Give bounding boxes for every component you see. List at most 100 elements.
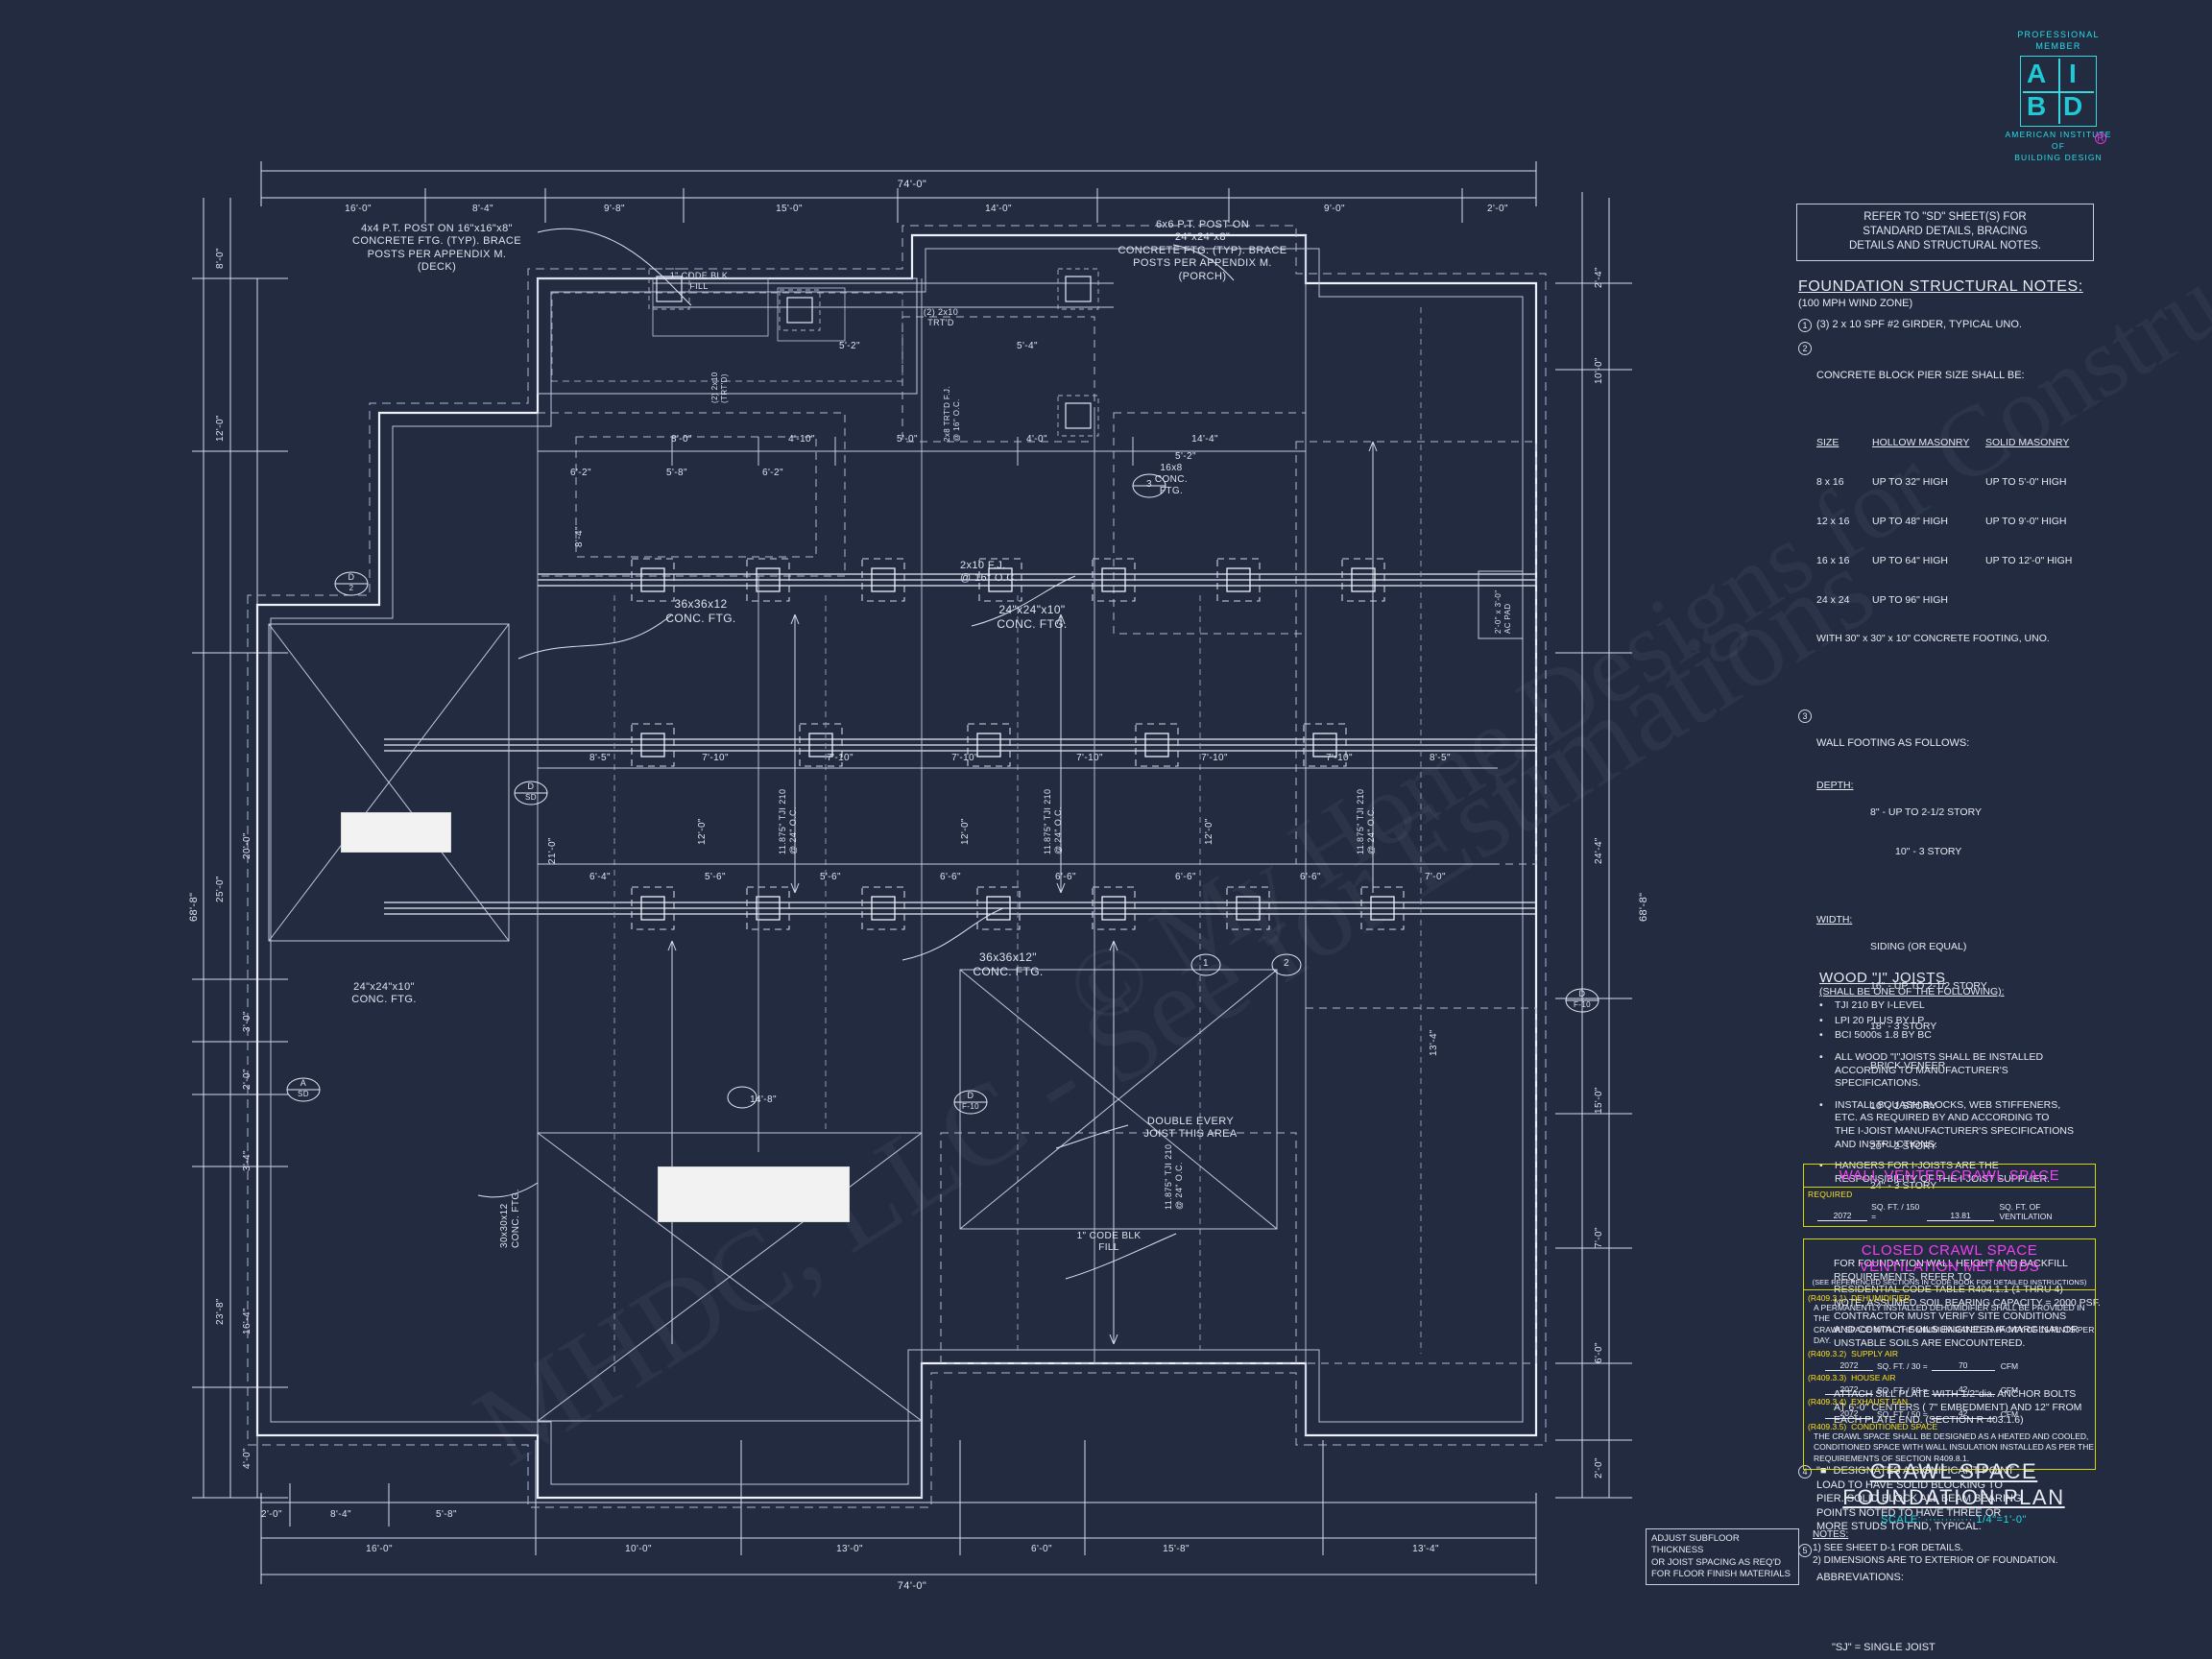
- dim-bot-inner-3: 5'-8": [436, 1509, 457, 1520]
- joist-label-1: 11.875" TJI 210 @ 24" O.C.: [778, 788, 798, 854]
- dim-right-7: 2'-0": [1594, 1457, 1604, 1479]
- method-4-result[interactable]: 42: [1931, 1408, 1995, 1419]
- pier-r1-hollow: UP TO 32" HIGH: [1872, 475, 1949, 488]
- closed-crawl-subtitle: (SEE REFERENCED SECTIONS IN CODE BOOK FO…: [1812, 1278, 2087, 1286]
- dim-bot-int-5: 6'-6": [1055, 872, 1076, 882]
- footing-width-7: 24" - 3 STORY: [1870, 1180, 1937, 1192]
- dim-int-top-7: 5'-8": [666, 468, 687, 478]
- method-2-name: SUPPLY AIR: [1851, 1348, 1898, 1358]
- note-item-1: 1 (3) 2 x 10 SPF #2 GIRDER, TYPICAL UNO.: [1798, 318, 2115, 332]
- wood-i-joists-section: WOOD "I" JOISTS (SHALL BE ONE OF THE FOL…: [1819, 970, 2117, 1187]
- bubble-3[interactable]: 3: [1146, 479, 1152, 490]
- dim-left-1: 8'-0": [215, 248, 226, 269]
- logo-letter-a: A: [2027, 59, 2047, 89]
- bubble-6-bot[interactable]: SD: [298, 1090, 309, 1098]
- refer-to-sd-box: REFER TO "SD" SHEET(S) FOR STANDARD DETA…: [1796, 204, 2094, 261]
- logo-of-text: OF: [2051, 141, 2065, 152]
- dim-right-3: 24'-4": [1594, 837, 1604, 864]
- dim-right-4: 15'-0": [1594, 1087, 1604, 1114]
- bubble-1-top[interactable]: D: [348, 572, 355, 582]
- method-4-area[interactable]: 2072: [1825, 1408, 1873, 1419]
- bubble-8-bot[interactable]: F-10: [961, 1102, 980, 1111]
- refer-line-1: REFER TO "SD" SHEET(S) FOR: [1863, 211, 2027, 223]
- wood-joists-subheading: (SHALL BE ONE OF THE FOLLOWING):: [1819, 986, 2005, 998]
- bubble-2-bot[interactable]: SD: [525, 793, 537, 802]
- dim-mid-4: 7'-10": [951, 753, 978, 763]
- method-3-area[interactable]: 2072: [1825, 1384, 1873, 1395]
- dim-vert-6: 14'-8": [750, 1094, 777, 1105]
- dim-mid-8: 8'-5": [1430, 753, 1451, 763]
- method-3-divisor: SQ. FT. / 50 =: [1877, 1384, 1928, 1395]
- dim-mid-5: 7'-10": [1076, 753, 1103, 763]
- dim-bot-inner-2: 8'-4": [330, 1509, 351, 1520]
- closed-crawl-title-2: VENTILATION METHODS: [1859, 1259, 2040, 1275]
- method-conditioned-space: (R409.3.5) CONDITIONED SPACE: [1804, 1422, 2095, 1431]
- method-supply-air: (R409.3.2) SUPPLY AIR: [1804, 1349, 2095, 1358]
- dim-left-inner-1: 20'-0": [242, 832, 252, 859]
- bubble-7-top[interactable]: D: [1578, 989, 1586, 998]
- plate-text-1: [342, 813, 450, 826]
- bubble-6-top[interactable]: A: [300, 1078, 307, 1088]
- pier-size-table: SIZE HOLLOW MASONRY SOLID MASONRY 8 x 16…: [1816, 411, 2115, 673]
- dim-mid-6: 7'-10": [1201, 753, 1228, 763]
- dim-top-2: 8'-4": [472, 204, 493, 214]
- wall-vented-result-value[interactable]: 13.81: [1926, 1211, 1995, 1221]
- dim-right-5: 7'-0": [1594, 1227, 1604, 1248]
- dim-bot-int-4: 6'-6": [940, 872, 961, 882]
- dim-right-2: 10'-0": [1594, 357, 1604, 384]
- dim-top-overall: 74'-0": [897, 179, 927, 190]
- method-2-divisor: SQ. FT. / 30 =: [1877, 1360, 1928, 1371]
- method-2-result[interactable]: 70: [1931, 1360, 1995, 1371]
- callout-ftg-24x24x10-a: 24"x24"x10" CONC. FTG.: [997, 603, 1068, 631]
- wall-vented-area-value[interactable]: 2072: [1817, 1211, 1868, 1221]
- pier-r3-hollow: UP TO 64" HIGH: [1872, 554, 1949, 566]
- dim-left-inner-2: 23'-8": [215, 1298, 226, 1325]
- dim-top-6: 9'-0": [1324, 204, 1345, 214]
- dim-bottom-overall: 74'-0": [897, 1580, 927, 1592]
- wood-product-3: BCI 5000s 1.8 BY BC: [1835, 1029, 1932, 1042]
- wood-product-1: TJI 210 BY I-LEVEL: [1835, 999, 1925, 1011]
- method-2-area[interactable]: 2072: [1825, 1360, 1873, 1371]
- dim-right-6: 6'-0": [1594, 1342, 1604, 1363]
- dim-left-6: 3'-4": [242, 1150, 252, 1171]
- dim-mid-2: 7'-10": [702, 753, 729, 763]
- method-5-code: (R409.3.5): [1808, 1421, 1847, 1431]
- callout-dj-tag: 2x10 F.J. @ 16" O.C.: [960, 560, 1019, 585]
- method-4-unit: CFM: [2000, 1408, 2019, 1419]
- dim-vert-1: 12'-0": [697, 818, 708, 845]
- dim-bot-5: 15'-8": [1163, 1544, 1190, 1554]
- footing-width-1: SIDING (OR EQUAL): [1870, 940, 1967, 952]
- wood-joists-heading: WOOD "I" JOISTS: [1819, 970, 1946, 986]
- method-5-name: CONDITIONED SPACE: [1851, 1421, 1938, 1431]
- callout-ftg-24x24x10-b: 24"x24"x10" CONC. FTG.: [351, 981, 417, 1006]
- sheet-notes-heading: NOTES:: [1813, 1529, 1849, 1540]
- bubble-4[interactable]: 1: [1203, 958, 1209, 969]
- bullet-icon: •: [1819, 1014, 1823, 1026]
- plate-text-2: [659, 1167, 849, 1180]
- bubble-8-top[interactable]: D: [967, 1091, 974, 1100]
- bubble-2-top[interactable]: D: [527, 781, 535, 791]
- footing-width-label: WIDTH:: [1816, 913, 1853, 926]
- dim-bot-int-2: 5'-6": [705, 872, 726, 882]
- refer-line-3: DETAILS AND STRUCTURAL NOTES.: [1848, 240, 2041, 252]
- dim-mid-1: 8'-5": [589, 753, 611, 763]
- note-item-3: 3 WALL FOOTING AS FOLLOWS: DEPTH: 8" - U…: [1798, 709, 2115, 1455]
- dim-vert-5: 8'-4": [574, 526, 585, 547]
- wall-vented-divisor-text: SQ. FT. / 150 =: [1871, 1202, 1920, 1221]
- note-text-1: (3) 2 x 10 SPF #2 GIRDER, TYPICAL UNO.: [1816, 319, 2022, 330]
- sheet-notes: NOTES: 1) SEE SHEET D-1 FOR DETAILS. 2) …: [1813, 1528, 2101, 1568]
- bubble-5[interactable]: 2: [1284, 958, 1289, 969]
- note-number-4: 4: [1798, 1465, 1812, 1479]
- bubble-7-bot[interactable]: F-10: [1573, 1000, 1592, 1009]
- method-3-unit: CFM: [2000, 1384, 2019, 1395]
- footing-depth-1: 8" - UP TO 2-1/2 STORY: [1870, 805, 1982, 818]
- dim-bot-2: 10'-0": [625, 1544, 652, 1554]
- callout-deck-post: 4x4 P.T. POST ON 16"x16"x8" CONCRETE FTG…: [351, 223, 522, 274]
- bubble-1-bot[interactable]: 2: [349, 584, 354, 592]
- note-number-3: 3: [1798, 709, 1812, 724]
- wood-product-item: • BCI 5000s 1.8 BY BC: [1819, 1029, 2117, 1043]
- method-3-result[interactable]: 42: [1931, 1384, 1995, 1395]
- scale-label: SCALE:: [1881, 1513, 1922, 1526]
